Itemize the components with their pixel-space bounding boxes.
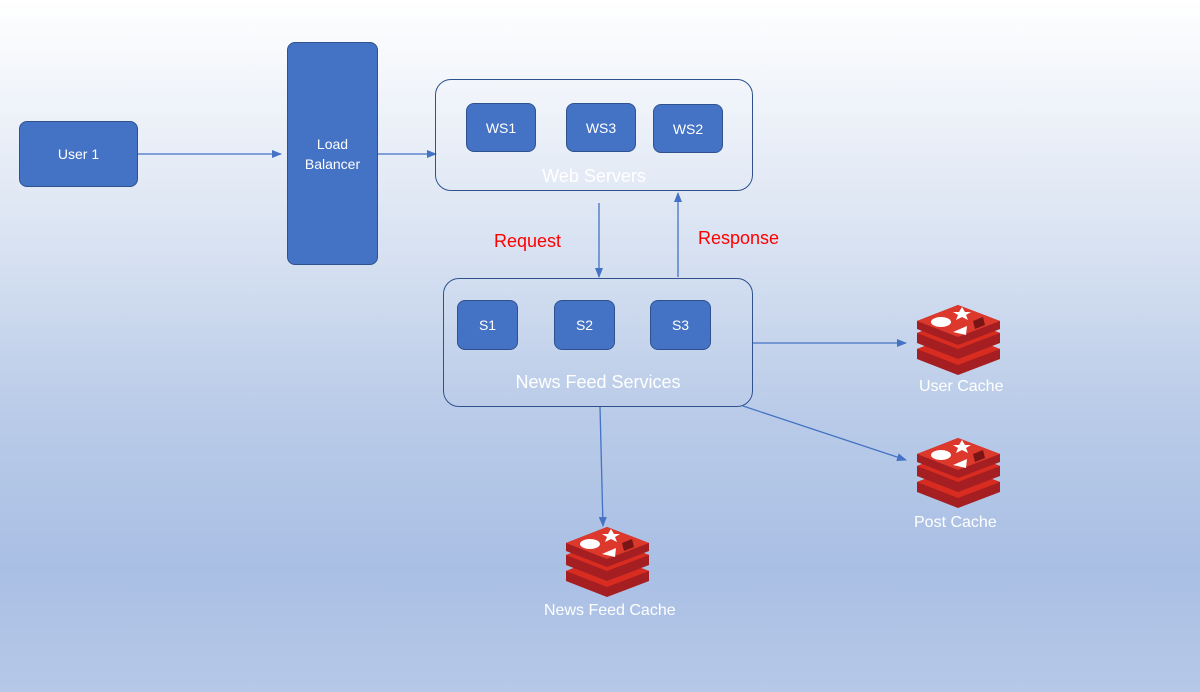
user-node: User 1 (19, 121, 138, 187)
web-server-ws3: WS3 (566, 103, 636, 152)
web-servers-label: Web Servers (542, 166, 646, 186)
redis-icon (566, 527, 649, 597)
post-cache-label: Post Cache (914, 514, 997, 531)
web-servers-group: Web Servers (435, 79, 753, 191)
news-feed-cache-label: News Feed Cache (544, 602, 676, 619)
user-cache-label: User Cache (919, 378, 1004, 395)
web-server-ws1: WS1 (466, 103, 536, 152)
response-label: Response (698, 228, 780, 248)
web-server-ws2: WS2 (653, 104, 723, 153)
arrow-to-news-feed-cache (598, 406, 607, 527)
load-balancer-node: Load Balancer (287, 42, 378, 265)
news-feed-services-label: News Feed Services (515, 372, 681, 392)
service-s3: S3 (650, 300, 711, 350)
service-s2: S2 (554, 300, 615, 350)
service-s1: S1 (457, 300, 518, 350)
redis-icon (917, 305, 1000, 375)
redis-icon (917, 438, 1000, 508)
request-label: Request (494, 231, 562, 251)
arrow-to-post-cache (742, 405, 907, 461)
news-feed-services-group: News Feed Services (443, 278, 753, 407)
